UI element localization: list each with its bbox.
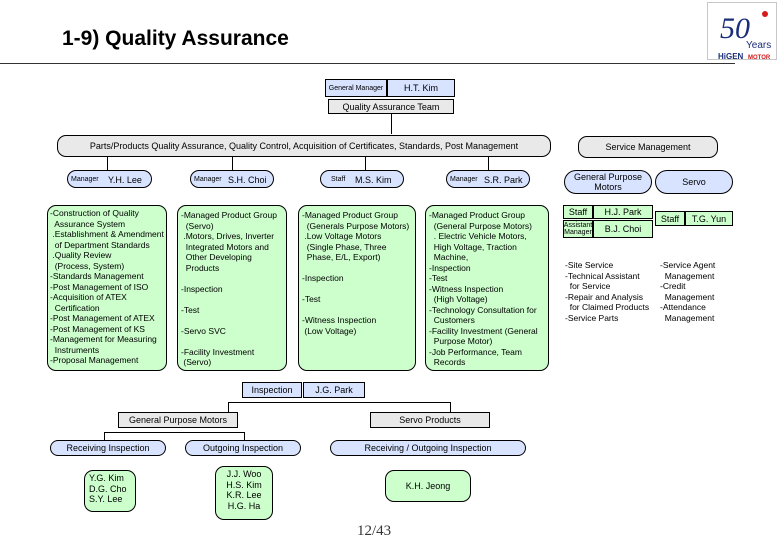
logo-word: Years	[746, 40, 771, 51]
connector	[104, 432, 244, 433]
duties-choi: -Managed Product Group (Servo) .Motors, …	[177, 205, 287, 371]
gm-role: General Manager	[325, 79, 387, 97]
gpm-inspection-header: General Purpose Motors	[118, 412, 238, 428]
logo-brand: HiGEN	[718, 52, 744, 61]
staff2-name: T.G. Yun	[685, 211, 733, 226]
manager-box-park: Manager S.R. Park	[446, 170, 530, 188]
service-management-header: Service Management	[578, 136, 718, 158]
recv-out-inspection-label: Receiving / Outgoing Inspection	[330, 440, 526, 456]
asst-role: Assistant Manager	[563, 220, 593, 238]
staff1-name: H.J. Park	[593, 205, 653, 219]
parts-quality-header: Parts/Products Quality Assurance, Qualit…	[57, 135, 551, 157]
duties-lee: -Construction of Quality Assurance Syste…	[47, 205, 167, 371]
receiving-inspection-label: Receiving Inspection	[50, 440, 166, 456]
inspection-name: J.G. Park	[303, 382, 365, 398]
qa-team-label: Quality Assurance Team	[328, 99, 454, 114]
connector	[391, 114, 392, 134]
connector	[244, 432, 245, 440]
connector	[107, 157, 108, 170]
page-title: 1-9) Quality Assurance	[62, 27, 289, 50]
service-gpm-header: General Purpose Motors	[564, 170, 652, 194]
logo-graphic: 50 Years HiGEN MOTOR	[718, 11, 771, 61]
connector	[232, 157, 233, 170]
duties-kim: -Managed Product Group (Generals Purpose…	[298, 205, 416, 371]
connector	[450, 402, 451, 412]
manager-box-lee: Manager Y.H. Lee	[67, 170, 152, 188]
connector	[228, 402, 450, 403]
connector	[365, 157, 366, 170]
outgoing-inspection-label: Outgoing Inspection	[185, 440, 301, 456]
manager-name: Y.H. Lee	[108, 175, 142, 185]
page-number: 12/43	[357, 523, 392, 539]
service-right-duties: -Service Agent Management -Credit Manage…	[660, 260, 716, 323]
connector	[104, 432, 105, 440]
staff-role: Staff	[331, 176, 346, 183]
logo-sub: MOTOR	[748, 55, 771, 61]
service-left-duties: -Site Service -Technical Assistant for S…	[565, 260, 650, 323]
duties-park: -Managed Product Group (General Purpose …	[425, 205, 549, 371]
service-servo-header: Servo	[655, 170, 733, 194]
company-logo: 50 Years HiGEN MOTOR	[707, 2, 777, 61]
connector	[488, 157, 489, 170]
receiving-staff: Y.G. Kim D.G. Cho S.Y. Lee	[84, 470, 136, 512]
staff2-role: Staff	[655, 211, 685, 226]
outgoing-staff: J.J. Woo H.S. Kim K.R. Lee H.G. Ha	[215, 466, 273, 520]
gm-name: H.T. Kim	[387, 79, 455, 97]
logo-number: 50	[720, 12, 750, 45]
asst-name: B.J. Choi	[593, 220, 653, 238]
inspection-label: Inspection	[242, 382, 302, 398]
manager-name: S.R. Park	[484, 175, 523, 185]
manager-role: Manager	[71, 176, 99, 183]
title-divider	[0, 63, 735, 64]
connector	[228, 402, 229, 412]
staff-name: M.S. Kim	[355, 175, 392, 185]
manager-role: Manager	[194, 176, 222, 183]
servo-products-header: Servo Products	[370, 412, 490, 428]
manager-box-choi: Manager S.H. Choi	[190, 170, 274, 188]
manager-name: S.H. Choi	[228, 175, 267, 185]
staff1-role: Staff	[563, 205, 593, 219]
staff-box-kim: Staff M.S. Kim	[320, 170, 404, 188]
servo-staff: K.H. Jeong	[385, 470, 471, 502]
manager-role: Manager	[450, 176, 478, 183]
logo-dot	[762, 11, 768, 17]
